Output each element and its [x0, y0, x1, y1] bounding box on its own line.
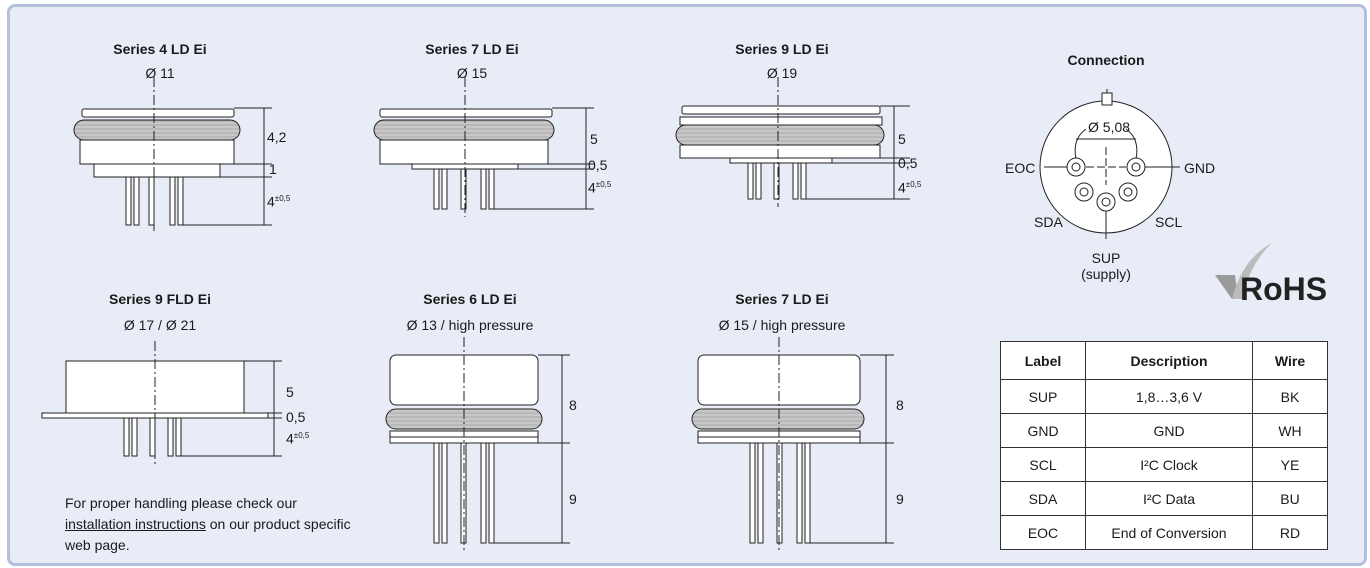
- connection-diagram: [1039, 89, 1180, 239]
- table-cell: RD: [1252, 515, 1328, 550]
- sensor-diameter: Ø 11: [145, 65, 175, 81]
- table-row: GND GND WH: [1000, 413, 1328, 448]
- pin-label-sda: SDA: [1034, 214, 1063, 230]
- table-cell: GND: [1000, 413, 1086, 448]
- table-cell: BU: [1252, 481, 1328, 516]
- sensor-diameter: Ø 17 / Ø 21: [123, 317, 197, 333]
- table-cell: WH: [1252, 413, 1328, 448]
- table-row: SCL I²C Clock YE: [1000, 447, 1328, 482]
- drawing-series-7-ld-hp: [691, 337, 894, 553]
- dim-label: 4,2: [267, 129, 287, 145]
- rohs-check-icon: [1215, 275, 1238, 299]
- drawing-series-4-ld: [73, 77, 272, 233]
- sensor-title: Series 7 LD Ei: [425, 41, 519, 57]
- dim-label: 0,5: [286, 409, 306, 425]
- dim-label: 0,5: [588, 157, 608, 173]
- column-header: Label: [1000, 341, 1086, 380]
- table-cell: EOC: [1000, 515, 1086, 550]
- sensor-diameter: Ø 19: [766, 65, 798, 81]
- installation-instructions-link[interactable]: installation instructions: [65, 516, 206, 532]
- sensor-title: Series 9 FLD Ei: [109, 291, 211, 307]
- sensor-diameter: Ø 15: [456, 65, 488, 81]
- sensor-title: Series 7 LD Ei: [735, 291, 829, 307]
- table-row: EOC End of Conversion RD: [1000, 515, 1328, 550]
- dim-label: 9: [896, 491, 904, 507]
- table-cell: SDA: [1000, 481, 1086, 516]
- dim-label: 5: [286, 384, 294, 400]
- column-header: Wire: [1252, 341, 1328, 380]
- dim-label: 5: [898, 131, 906, 147]
- dim-label: 4±0,5: [898, 179, 922, 196]
- drawing-series-7-ld: [373, 77, 594, 217]
- sensor-title: Series 4 LD Ei: [113, 41, 207, 57]
- sensor-diameter: Ø 13 / high pressure: [406, 317, 534, 333]
- dim-label: 4±0,5: [588, 179, 612, 196]
- pin-label-eoc: EOC: [1005, 160, 1036, 176]
- table-cell: GND: [1085, 413, 1253, 448]
- table-cell: 1,8…3,6 V: [1085, 379, 1253, 414]
- table-cell: SUP: [1000, 379, 1086, 414]
- sensor-diameter: Ø 15 / high pressure: [718, 317, 846, 333]
- dim-label: 4±0,5: [267, 193, 291, 210]
- pin-label-scl: SCL: [1155, 214, 1183, 230]
- dim-label: 8: [896, 397, 904, 413]
- table-cell: I²C Data: [1085, 481, 1253, 516]
- table-header-row: Label Description Wire: [1000, 341, 1328, 380]
- dim-label: 9: [569, 491, 577, 507]
- connection-title: Connection: [1067, 52, 1145, 68]
- table-row: SUP 1,8…3,6 V BK: [1000, 379, 1328, 414]
- pin-label-gnd: GND: [1184, 160, 1216, 176]
- dim-label: 5: [590, 131, 598, 147]
- technical-drawings: [41, 77, 1272, 553]
- dim-label: 0,5: [898, 155, 918, 171]
- table-cell: End of Conversion: [1085, 515, 1253, 550]
- pitch-label: Ø 5,08: [1088, 119, 1131, 135]
- rohs-logo: RoHS: [1240, 271, 1328, 307]
- pin-table: Label Description Wire SUP 1,8…3,6 V BK …: [1000, 341, 1328, 550]
- table-cell: I²C Clock: [1085, 447, 1253, 482]
- sensor-title: Series 9 LD Ei: [735, 41, 829, 57]
- drawing-series-6-ld: [385, 337, 570, 553]
- sensor-title: Series 6 LD Ei: [423, 291, 517, 307]
- drawing-series-9-ld: [675, 77, 910, 207]
- handling-note: For proper handling please check our ins…: [65, 495, 351, 553]
- pin-label-supply: (supply): [1081, 266, 1131, 282]
- dim-label: 1: [269, 161, 277, 177]
- table-row: SDA I²C Data BU: [1000, 481, 1328, 516]
- table-cell: YE: [1252, 447, 1328, 482]
- dim-label: 8: [569, 397, 577, 413]
- table-cell: BK: [1252, 379, 1328, 414]
- dim-label: 4±0,5: [286, 430, 310, 447]
- datasheet-panel: Series 4 LD Ei Ø 11 Series 7 LD Ei Ø 15 …: [7, 4, 1367, 566]
- pin-label-sup: SUP: [1091, 250, 1121, 266]
- drawing-series-9-fld: [41, 341, 282, 465]
- table-cell: SCL: [1000, 447, 1086, 482]
- column-header: Description: [1085, 341, 1253, 380]
